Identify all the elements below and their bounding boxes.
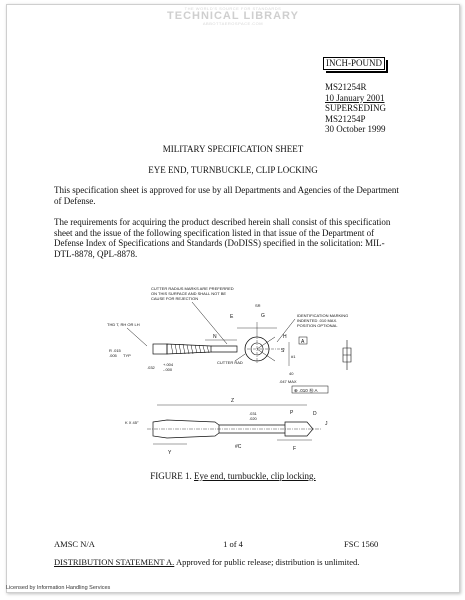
dim-032: .032 — [147, 365, 156, 370]
neck — [211, 345, 238, 353]
threaded-section — [166, 343, 212, 355]
top-view-shank — [219, 424, 285, 434]
label-J: J — [325, 421, 328, 427]
doc-date: 10 January 2001 — [325, 92, 385, 103]
thread-leader — [126, 327, 148, 347]
cutter-rad-label: CUTTER RAD — [217, 360, 243, 365]
inch-pound-stamp: INCH-POUND — [323, 57, 388, 73]
ident-note-line1: IDENTIFICATION MARKING — [297, 313, 348, 318]
superseded-date: 30 October 1999 — [325, 124, 386, 134]
distribution-text: Approved for public release; distributio… — [175, 557, 360, 567]
eye-angle-lines — [256, 336, 276, 362]
caption-title: Eye end, turnbuckle, clip locking. — [194, 471, 316, 481]
technical-drawing: CUTTER RADIUS MARKS ARE PREFERRED ON THI… — [107, 286, 352, 456]
ident-note-line2: INDENTED .010 MAX. — [297, 318, 337, 323]
label-Y: Y — [168, 450, 172, 456]
label-F: F — [293, 446, 296, 452]
datum-label: A — [301, 339, 305, 345]
fsc-code: FSC 1560 — [344, 539, 379, 549]
eye-centerline — [247, 334, 285, 364]
dim-031: .031 — [249, 411, 258, 416]
requirements-paragraph: The requirements for acquiring the produ… — [54, 217, 391, 259]
label-1: #1 — [291, 354, 296, 359]
cutter-note-line1: CUTTER RADIUS MARKS ARE PREFERRED — [151, 286, 234, 291]
document-page: THE WORLD'S SOURCE FOR STANDARDS TECHNIC… — [6, 4, 460, 593]
label-E: E — [230, 314, 234, 320]
cutter-note-leader — [191, 301, 228, 345]
dim-020: .020 — [249, 416, 258, 421]
tolerance-text: ⊕ .010 Ⓜ A — [294, 387, 318, 394]
shank-end — [152, 343, 168, 355]
document-title: MILITARY SPECIFICATION SHEET — [162, 144, 304, 154]
dim-005: .005 — [109, 353, 118, 358]
dim-004: +.004 — [163, 362, 174, 367]
datum-box — [298, 336, 308, 345]
document-subtitle: EYE END, TURNBUCKLE, CLIP LOCKING — [148, 165, 318, 175]
superseding-label: SUPERSEDING — [325, 103, 387, 113]
label-C: #C — [235, 444, 242, 450]
end-view — [342, 340, 352, 370]
label-P: P — [290, 410, 294, 416]
watermark: THE WORLD'S SOURCE FOR STANDARDS TECHNIC… — [7, 7, 459, 26]
figure-caption: FIGURE 1. Eye end, turnbuckle, clip lock… — [7, 471, 459, 481]
dim-047: .047 MAX — [279, 379, 297, 384]
dim-r015: R .015 — [109, 348, 122, 353]
label-Z: Z — [231, 398, 234, 404]
watermark-line2: TECHNICAL LIBRARY — [167, 10, 299, 22]
page-number: 1 of 4 — [223, 539, 243, 549]
label-SR: SR — [255, 303, 261, 308]
doc-number: MS21254R — [325, 82, 367, 92]
cutter-note-line3: CAUSE FOR REJECTION — [151, 296, 198, 301]
license-notice: Licensed by Information Handling Service… — [6, 585, 111, 591]
label-S: S — [281, 348, 285, 354]
thread-hatch — [170, 343, 210, 355]
thread-label: THD T, RH OR LH — [107, 322, 140, 327]
superseded-number: MS21254P — [325, 113, 366, 124]
caption-prefix: FIGURE 1. — [150, 471, 192, 481]
ident-note-line3: POSITION OPTIONAL — [297, 323, 338, 328]
chamfer-label: K X 45° — [125, 420, 139, 425]
dim-40: 40 — [289, 371, 294, 376]
dim-typ: TYP — [123, 353, 131, 358]
label-H: H — [283, 334, 287, 340]
watermark-line1: THE WORLD'S SOURCE FOR STANDARDS — [184, 6, 282, 11]
document-identifier: MS21254R 10 January 2001 SUPERSEDING MS2… — [325, 82, 386, 135]
label-D: D — [313, 411, 317, 417]
distribution-label: DISTRIBUTION STATEMENT A. — [54, 557, 175, 567]
top-view-eye — [284, 421, 314, 437]
cutter-rad-leader — [234, 353, 246, 362]
tolerance-frame — [291, 385, 329, 394]
label-G: G — [261, 313, 265, 319]
watermark-line3: ABBOTTAEROSPACE.COM — [202, 21, 264, 26]
label-N: N — [213, 334, 217, 340]
dim-E-line — [237, 322, 277, 334]
dim-000: -.000 — [163, 367, 173, 372]
distribution-statement: DISTRIBUTION STATEMENT A. Approved for p… — [54, 557, 359, 567]
cutter-note-line2: ON THIS SURFACE AND SHALL NOT BE — [151, 291, 226, 296]
amsc-code: AMSC N/A — [54, 539, 95, 549]
approval-paragraph: This specification sheet is approved for… — [54, 185, 399, 206]
ident-note-leader — [276, 318, 296, 343]
